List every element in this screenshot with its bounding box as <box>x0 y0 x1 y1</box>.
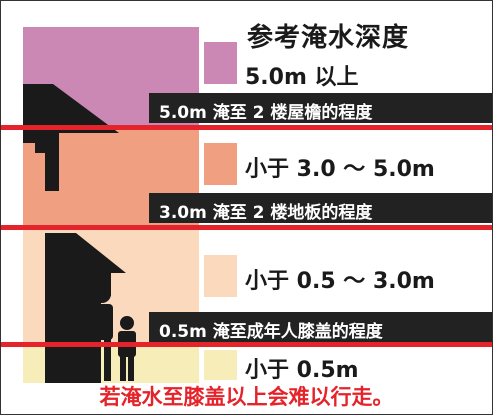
depth-line-5m <box>1 125 492 130</box>
band-text-5m: 5.0m 淹至 2 楼屋檐的程度 <box>159 103 373 123</box>
level-label-under-05m: 小于 0.5m <box>245 358 359 383</box>
band-bar-05m <box>149 312 492 342</box>
band-text-05m: 0.5m 淹至成年人膝盖的程度 <box>159 322 383 342</box>
level-label-over-5m: 5.0m 以上 <box>245 65 359 90</box>
legend-swatch-05-to-3m <box>204 255 237 297</box>
child-person-icon <box>118 316 136 381</box>
legend-swatch-over-5m <box>204 42 237 84</box>
band-bar-5m <box>149 93 492 123</box>
band-bar-3m <box>149 193 492 223</box>
legend-swatch-under-05m <box>204 350 237 380</box>
adult-person-icon <box>91 285 113 381</box>
legend-swatch-3-to-5m <box>204 143 237 185</box>
depth-line-05m <box>1 342 492 347</box>
depth-line-3m <box>1 225 492 230</box>
band-text-3m: 3.0m 淹至 2 楼地板的程度 <box>159 203 373 223</box>
warning-text: 若淹水至膝盖以上会难以行走。 <box>99 385 394 409</box>
diagram-title: 参考淹水深度 <box>247 23 410 53</box>
level-label-05-to-3m: 小于 0.5 ～ 3.0m <box>245 269 435 294</box>
level-label-3-to-5m: 小于 3.0 ～ 5.0m <box>245 157 435 182</box>
